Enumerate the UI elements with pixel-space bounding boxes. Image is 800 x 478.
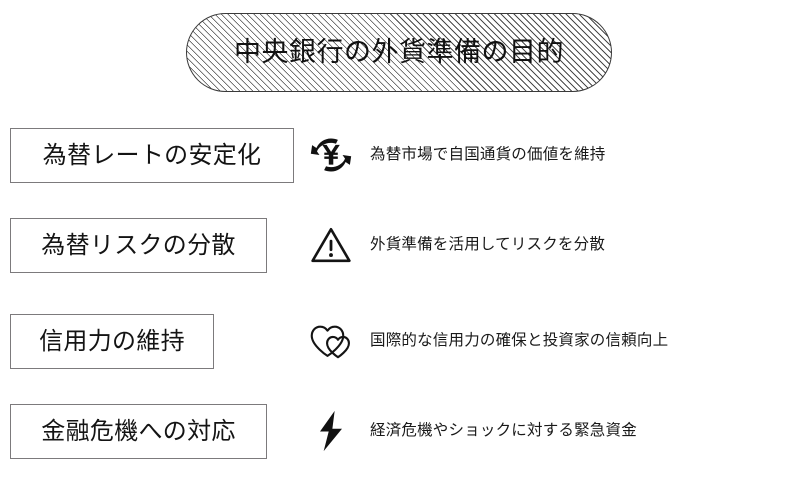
- list-item: 金融危機への対応 経済危機やショックに対する緊急資金: [0, 400, 800, 462]
- label-box-fx-risk-diversification: 為替リスクの分散: [10, 217, 267, 273]
- label-text: 為替レートの安定化: [42, 141, 262, 169]
- diagram-title-pill: 中央銀行の外貨準備の目的: [186, 13, 612, 92]
- label-box-exchange-rate-stability: 為替レートの安定化: [10, 127, 294, 183]
- label-text: 為替リスクの分散: [41, 231, 236, 259]
- lightning-bolt-icon: [305, 403, 357, 459]
- list-item: 為替リスクの分散 外貨準備を活用してリスクを分散: [0, 214, 800, 276]
- page-title: 中央銀行の外貨準備の目的: [234, 37, 564, 68]
- two-hearts-icon: [305, 313, 357, 369]
- label-box-financial-crisis-response: 金融危機への対応: [10, 403, 267, 459]
- description-text: 為替市場で自国通貨の価値を維持: [370, 145, 606, 164]
- label-text: 金融危機への対応: [41, 417, 236, 445]
- label-text: 信用力の維持: [39, 327, 185, 355]
- currency-exchange-yen-icon: [305, 127, 357, 183]
- description-text: 国際的な信用力の確保と投資家の信頼向上: [370, 331, 669, 350]
- description-text: 経済危機やショックに対する緊急資金: [370, 421, 637, 440]
- list-item: 信用力の維持 国際的な信用力の確保と投資家の信頼向上: [0, 310, 800, 372]
- warning-triangle-icon: [305, 217, 357, 273]
- list-item: 為替レートの安定化 為替市場で自国通貨の価値を維持: [0, 124, 800, 186]
- description-text: 外貨準備を活用してリスクを分散: [370, 235, 606, 254]
- label-box-creditworthiness: 信用力の維持: [10, 313, 214, 369]
